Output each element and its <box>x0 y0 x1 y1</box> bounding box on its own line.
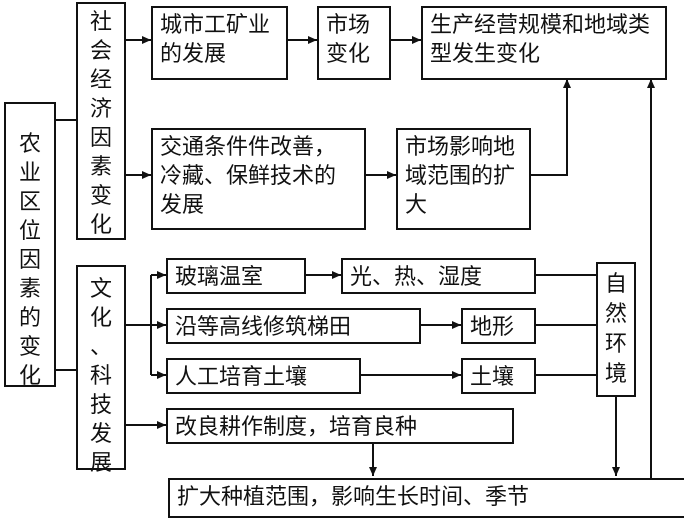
node-urban-industry: 城市工矿业的发展 <box>151 6 288 80</box>
node-expand-planting: 扩大种植范围，影响生长时间、季节 <box>168 478 684 518</box>
node-root-text: 农业区位因素的变化 <box>18 132 41 389</box>
node-terrain: 地形 <box>461 308 536 344</box>
node-soil: 土壤 <box>461 358 536 394</box>
node-light-heat-text: 光、热、湿度 <box>350 265 483 290</box>
node-market-scope: 市场影响地域范围的扩大 <box>396 128 531 230</box>
arrow-scope-production <box>531 79 571 176</box>
node-production-scale-text: 生产经营规模和地域类型发生变化 <box>430 13 651 67</box>
node-market-change: 市场变化 <box>317 6 391 80</box>
node-light-heat: 光、热、湿度 <box>341 258 536 294</box>
node-natural-env-text: 自然环境 <box>604 272 627 387</box>
node-transport: 交通条件件改善，冷藏、保鲜技术的发展 <box>151 128 366 230</box>
node-greenhouse-text: 玻璃温室 <box>175 265 264 290</box>
node-natural-env: 自然环境 <box>596 262 636 397</box>
node-social-economic: 社会经济因素变化 <box>76 2 126 240</box>
node-culture-tech-text: 文化、科技发展 <box>89 277 112 476</box>
node-soil-text: 土壤 <box>470 365 515 390</box>
node-terrace-text: 沿等高线修筑梯田 <box>175 315 352 340</box>
node-terrace: 沿等高线修筑梯田 <box>166 308 421 344</box>
node-greenhouse: 玻璃温室 <box>166 258 306 294</box>
node-market-change-text: 市场变化 <box>326 13 371 67</box>
node-culture-tech: 文化、科技发展 <box>76 265 126 476</box>
node-terrain-text: 地形 <box>470 315 515 340</box>
node-farming-system: 改良耕作制度，培育良种 <box>166 408 514 444</box>
node-artificial-soil-text: 人工培育土壤 <box>175 365 308 390</box>
node-production-scale: 生产经营规模和地域类型发生变化 <box>421 6 667 80</box>
node-market-scope-text: 市场影响地域范围的扩大 <box>405 135 516 218</box>
node-artificial-soil: 人工培育土壤 <box>166 358 361 394</box>
node-transport-text: 交通条件件改善，冷藏、保鲜技术的发展 <box>160 135 337 218</box>
node-social-economic-text: 社会经济因素变化 <box>89 10 112 238</box>
node-root: 农业区位因素的变化 <box>4 102 56 389</box>
node-farming-system-text: 改良耕作制度，培育良种 <box>175 415 418 440</box>
node-expand-planting-text: 扩大种植范围，影响生长时间、季节 <box>177 485 530 510</box>
node-urban-industry-text: 城市工矿业的发展 <box>160 13 271 67</box>
